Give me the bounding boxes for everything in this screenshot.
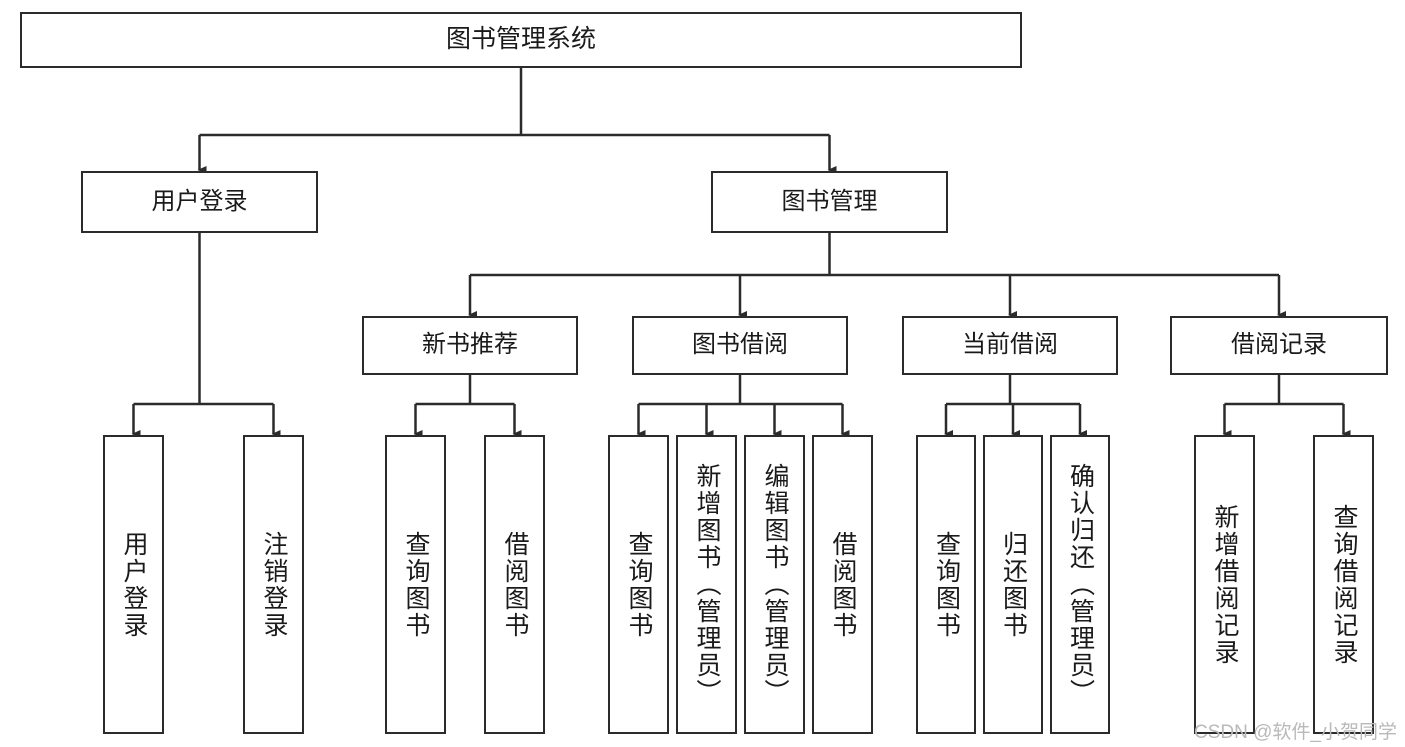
node-leaf_login[interactable]: 用户登录	[103, 435, 164, 734]
node-leaf_cu_ok[interactable]: 确认归还（管理员）	[1050, 435, 1110, 734]
node-borrow[interactable]: 图书借阅	[632, 316, 848, 375]
node-label-leaf_bw_query: 查询图书	[625, 530, 653, 639]
node-label-leaf_bw_edit: 编辑图书（管理员）	[761, 463, 789, 706]
node-label-leaf_cu_ok: 确认归还（管理员）	[1066, 463, 1095, 706]
node-user_login[interactable]: 用户登录	[81, 171, 318, 233]
node-label-leaf_bw_borrow: 借阅图书	[829, 530, 857, 639]
node-leaf_nb_borrow[interactable]: 借阅图书	[484, 435, 545, 734]
node-leaf_rc_add[interactable]: 新增借阅记录	[1194, 435, 1255, 734]
node-label-user_login: 用户登录	[151, 187, 248, 215]
node-label-root: 图书管理系统	[445, 25, 596, 54]
node-label-leaf_cu_return: 归还图书	[999, 530, 1028, 639]
node-leaf_bw_borrow[interactable]: 借阅图书	[812, 435, 873, 734]
edge-layer	[131, 68, 1351, 438]
node-records[interactable]: 借阅记录	[1170, 316, 1388, 375]
node-leaf_rc_query[interactable]: 查询借阅记录	[1313, 435, 1374, 734]
node-label-leaf_cu_query: 查询图书	[932, 530, 961, 639]
node-book_mgmt[interactable]: 图书管理	[711, 171, 948, 233]
node-root[interactable]: 图书管理系统	[20, 12, 1022, 68]
node-label-book_mgmt: 图书管理	[781, 187, 878, 215]
node-label-records: 借阅记录	[1231, 331, 1327, 359]
node-current[interactable]: 当前借阅	[902, 316, 1118, 375]
node-leaf_nb_query[interactable]: 查询图书	[385, 435, 446, 734]
node-label-new_books: 新书推荐	[422, 331, 518, 359]
node-leaf_cu_query[interactable]: 查询图书	[916, 435, 976, 734]
node-new_books[interactable]: 新书推荐	[362, 316, 578, 375]
node-label-leaf_login: 用户登录	[120, 530, 148, 639]
node-label-leaf_bw_add: 新增图书（管理员）	[693, 463, 721, 706]
node-leaf_bw_edit[interactable]: 编辑图书（管理员）	[744, 435, 805, 734]
node-leaf_cu_return[interactable]: 归还图书	[983, 435, 1043, 734]
node-label-leaf_rc_add: 新增借阅记录	[1211, 503, 1239, 666]
node-label-leaf_nb_query: 查询图书	[402, 530, 430, 639]
node-leaf_bw_add[interactable]: 新增图书（管理员）	[676, 435, 737, 734]
node-label-borrow: 图书借阅	[692, 331, 788, 359]
node-leaf_logout[interactable]: 注销登录	[243, 435, 304, 734]
node-label-current: 当前借阅	[962, 331, 1058, 359]
node-label-leaf_logout: 注销登录	[260, 530, 288, 639]
node-label-leaf_nb_borrow: 借阅图书	[501, 530, 529, 639]
node-label-leaf_rc_query: 查询借阅记录	[1330, 503, 1358, 666]
node-leaf_bw_query[interactable]: 查询图书	[608, 435, 669, 734]
